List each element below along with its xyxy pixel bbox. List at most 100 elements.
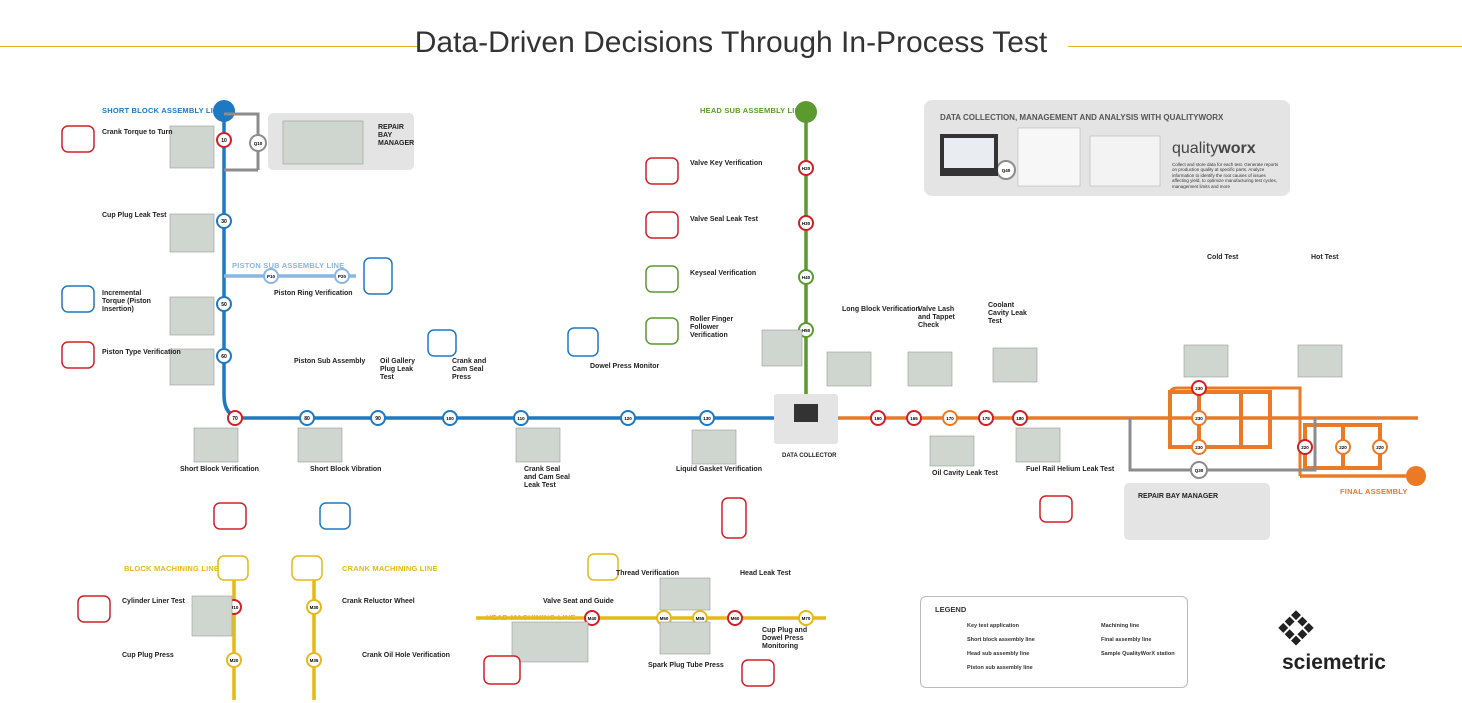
label-crank-seal: Crank Seal and Cam Seal Leak Test — [524, 466, 570, 489]
station-175: 175 — [978, 410, 994, 426]
station-h30: H30 — [798, 215, 814, 231]
thumb-piston-type — [169, 348, 215, 386]
thumb-incremental — [169, 296, 215, 336]
svg-text:M55: M55 — [696, 616, 705, 621]
svg-text:Q30: Q30 — [1195, 468, 1204, 473]
legend-key-test: Key test application — [967, 623, 1019, 629]
label-piston-ring: Piston Ring Verification — [274, 290, 353, 297]
station-100: 100 — [442, 410, 458, 426]
legend-machining: Machining line — [1101, 623, 1140, 629]
logo-mark — [1278, 610, 1314, 646]
qw-brand: qualityworx — [1172, 140, 1256, 158]
svg-text:110: 110 — [517, 416, 525, 421]
crank-mach-title: CRANK MACHINING LINE — [342, 564, 438, 573]
label-repair-bay: REPAIR BAY MANAGER — [378, 124, 415, 147]
label-crank-oil: Crank Oil Hole Verification — [362, 652, 450, 659]
svg-text:M20: M20 — [230, 658, 239, 663]
station-q10: Q10 — [249, 134, 267, 152]
svg-text:80: 80 — [304, 416, 310, 422]
station-h50: H50 — [798, 322, 814, 338]
station-q40: Q40 — [996, 160, 1016, 180]
legend: LEGEND Key test application Short block … — [920, 596, 1188, 688]
station-m70: M70 — [798, 610, 814, 626]
svg-text:60: 60 — [221, 354, 227, 360]
thumb-long-block — [826, 351, 872, 387]
label-incremental: Incremental Torque (Piston Insertion) — [102, 290, 151, 313]
station-q30: Q30 — [1190, 461, 1208, 479]
svg-text:H50: H50 — [802, 328, 811, 333]
photo-fuel — [1039, 495, 1073, 523]
station-220c: 220 — [1372, 439, 1388, 455]
station-220b: 220 — [1335, 439, 1351, 455]
svg-text:M50: M50 — [660, 616, 669, 621]
short-block-line-title: SHORT BLOCK ASSEMBLY LINE — [102, 106, 224, 115]
label-cup-plug-leak: Cup Plug Leak Test — [102, 212, 167, 219]
station-m40: M40 — [584, 610, 600, 626]
thumb-valve-seat — [511, 621, 589, 663]
photo-roller — [645, 317, 679, 345]
station-10: 10 — [216, 132, 232, 148]
photo-cup — [741, 659, 775, 687]
station-m60: M60 — [727, 610, 743, 626]
thumb-short-vib — [297, 427, 343, 463]
label-crank-reluctor: Crank Reluctor Wheel — [342, 598, 415, 605]
head-line-title: HEAD SUB ASSEMBLY LINE — [700, 106, 806, 115]
legend-head-sub: Head sub assembly line — [967, 651, 1030, 657]
label-oil-gallery: Oil Gallery Plug Leak Test — [380, 358, 416, 381]
legend-short-block: Short block assembly line — [967, 637, 1035, 643]
label-spark: Spark Plug Tube Press — [648, 662, 724, 669]
photo-incremental — [61, 285, 95, 313]
station-50: 50 — [216, 296, 232, 312]
label-valve-seal: Valve Seal Leak Test — [690, 216, 758, 223]
block-mach-title: BLOCK MACHINING LINE — [124, 564, 220, 573]
svg-text:180: 180 — [1016, 416, 1024, 421]
station-220a: 220 — [1297, 439, 1313, 455]
thumb-short-block — [193, 427, 239, 463]
station-70: 70 — [227, 410, 243, 426]
label-crank-torque: Crank Torque to Turn — [102, 129, 173, 136]
piston-line-title: PISTON SUB ASSEMBLY LINE — [232, 261, 345, 270]
qw-heading: DATA COLLECTION, MANAGEMENT AND ANALYSIS… — [940, 113, 1224, 122]
svg-text:175: 175 — [982, 416, 990, 421]
station-p10: P10 — [263, 268, 279, 284]
station-h40: H40 — [798, 269, 814, 285]
label-cup-plug-press: Cup Plug Press — [122, 652, 174, 659]
repair-bay-panel-2 — [1124, 483, 1270, 540]
station-230b: 230 — [1191, 410, 1207, 426]
svg-text:165: 165 — [910, 416, 918, 421]
photo-seal — [427, 329, 457, 357]
legend-qw-station: Sample QualityWorX station — [1101, 651, 1175, 657]
label-head-leak: Head Leak Test — [740, 570, 791, 577]
svg-text:120: 120 — [624, 416, 632, 421]
label-cup-dowel: Cup Plug and Dowel Press Monitoring — [762, 627, 808, 650]
svg-text:P10: P10 — [267, 274, 276, 279]
thumb-fuel-rail — [1015, 427, 1061, 463]
svg-text:70: 70 — [232, 416, 238, 422]
head-start — [795, 101, 817, 123]
label-valve-lash: Valve Lash and Tappet Check — [918, 306, 955, 329]
legend-piston-sub: Piston sub assembly line — [967, 665, 1033, 671]
label-roller: Roller Finger Follower Verification — [690, 316, 734, 339]
svg-text:10: 10 — [221, 138, 227, 144]
short-block-start — [213, 100, 235, 122]
svg-text:M70: M70 — [802, 616, 811, 621]
label-data-collector: DATA COLLECTOR — [782, 453, 837, 459]
svg-text:230: 230 — [1195, 445, 1203, 450]
photo-crank — [61, 125, 95, 153]
photo-sensor — [319, 502, 351, 530]
station-230c: 230 — [1191, 439, 1207, 455]
label-long-block: Long Block Verification — [842, 306, 920, 313]
thumb-crank-torque — [169, 125, 215, 169]
thumb-thread — [659, 577, 711, 611]
photo-crank-mach — [291, 555, 323, 581]
svg-text:90: 90 — [375, 416, 381, 422]
svg-text:H40: H40 — [802, 275, 811, 280]
legend-final: Final assembly line — [1101, 637, 1152, 643]
svg-text:M60: M60 — [731, 616, 740, 621]
svg-text:H30: H30 — [802, 221, 811, 226]
label-oil-cavity: Oil Cavity Leak Test — [932, 470, 999, 477]
label-piston-type: Piston Type Verification — [102, 349, 181, 356]
photo-piston — [61, 341, 95, 369]
svg-text:230: 230 — [1195, 386, 1203, 391]
